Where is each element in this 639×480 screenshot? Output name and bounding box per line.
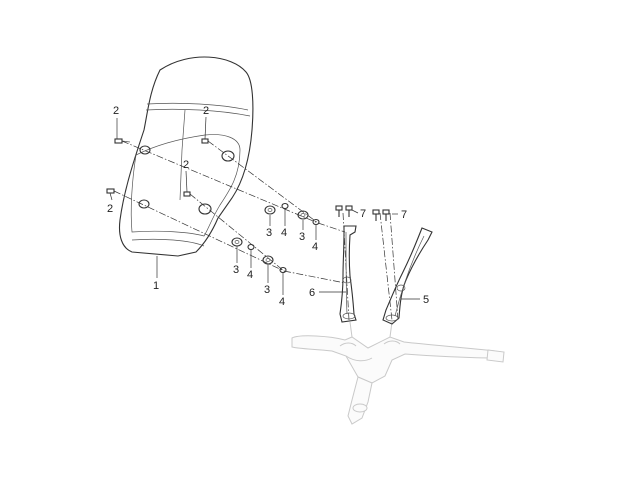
windshield-part bbox=[118, 56, 254, 257]
leader-lines bbox=[109, 116, 420, 300]
callout-right-bracket: 5 bbox=[423, 294, 429, 306]
callout-bracket-screws-right: 7 bbox=[401, 209, 407, 221]
callout-grommet-c: 3 bbox=[233, 264, 239, 276]
screw-parts bbox=[106, 138, 209, 197]
callout-grommet-a: 3 bbox=[266, 227, 272, 239]
screw-middle bbox=[183, 191, 191, 197]
callout-washer-a: 4 bbox=[281, 227, 287, 239]
callout-washer-d: 4 bbox=[279, 296, 285, 308]
callout-screw-upper-left: 2 bbox=[113, 105, 119, 117]
callout-grommet-b: 3 bbox=[299, 231, 305, 243]
callout-labels: 1 2 2 2 2 3 4 3 4 3 4 3 4 5 6 7 7 bbox=[107, 105, 429, 308]
handlebar-assembly-ghost bbox=[291, 321, 505, 425]
grommet-washer-parts bbox=[231, 202, 320, 274]
callout-washer-b: 4 bbox=[312, 241, 318, 253]
callout-screw-lower-left: 2 bbox=[107, 203, 113, 215]
callout-left-bracket: 6 bbox=[309, 287, 315, 299]
bracket-screw-parts bbox=[335, 205, 390, 221]
callout-screw-upper-center: 2 bbox=[203, 105, 209, 117]
callout-bracket-screws-left: 7 bbox=[360, 208, 366, 220]
left-bracket-part bbox=[339, 225, 357, 323]
screw-upper-center bbox=[201, 138, 209, 144]
callout-grommet-d: 3 bbox=[264, 284, 270, 296]
callout-windshield: 1 bbox=[153, 280, 159, 292]
screw-lower-left bbox=[106, 188, 115, 194]
callout-washer-c: 4 bbox=[247, 269, 253, 281]
callout-screw-middle: 2 bbox=[183, 159, 189, 171]
right-bracket-part bbox=[382, 227, 433, 325]
